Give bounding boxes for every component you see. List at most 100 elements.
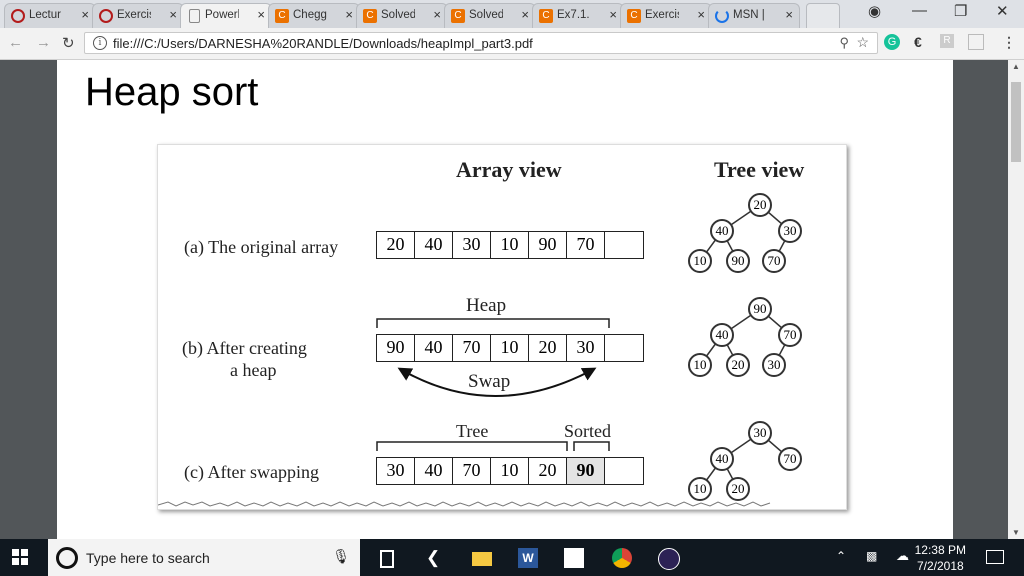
torn-edge: [158, 501, 771, 507]
address-bar[interactable]: i file:///C:/Users/DARNESHA%20RANDLE/Dow…: [84, 32, 878, 54]
chegg-icon: C: [539, 9, 553, 23]
browser-tab[interactable]: Exercis ×: [92, 3, 184, 28]
account-icon[interactable]: ◉: [868, 3, 882, 20]
edge-icon[interactable]: ❮: [426, 548, 441, 567]
extension-icon-2[interactable]: [968, 34, 984, 50]
chrome-icon[interactable]: [612, 548, 632, 568]
tree-node: 30: [778, 219, 802, 243]
tree-node: 30: [748, 421, 772, 445]
tab-close-icon[interactable]: ×: [433, 7, 441, 22]
file-explorer-icon[interactable]: [472, 552, 492, 566]
chegg-icon: C: [627, 9, 641, 23]
scroll-up-icon[interactable]: ▲: [1012, 62, 1020, 71]
cortana-icon: [56, 547, 78, 569]
array-cell: 70: [453, 458, 491, 484]
array-cell: 10: [491, 335, 529, 361]
swap-label: Swap: [468, 371, 511, 392]
array-cell: [605, 335, 643, 361]
tree-node: 70: [778, 447, 802, 471]
back-icon[interactable]: ←: [8, 34, 23, 51]
browser-tab[interactable]: Lectur×: [4, 3, 96, 28]
array-cell: 70: [567, 232, 605, 258]
tab-label: Solved: [469, 9, 503, 21]
browser-tab[interactable]: Powerl×: [180, 3, 272, 28]
tree-node: 10: [688, 477, 712, 501]
minimize-icon[interactable]: —: [912, 2, 927, 19]
tree-node: 20: [726, 477, 750, 501]
chegg-icon: C: [275, 9, 289, 23]
windows-taskbar: Type here to search 🎙 ❮ W ⌃ ▩ ☁ 12:38 PM…: [0, 539, 1024, 576]
eclipse-icon[interactable]: [658, 548, 680, 570]
browser-toolbar: ← → ↻ i file:///C:/Users/DARNESHA%20RAND…: [0, 28, 1024, 60]
bookmark-star-icon[interactable]: ☆: [856, 34, 869, 50]
scroll-thumb[interactable]: [1011, 82, 1021, 162]
extension-icon[interactable]: R: [940, 34, 954, 48]
sorted-bracket: [573, 441, 610, 451]
tree-node: 70: [762, 249, 786, 273]
sorted-label: Sorted: [564, 421, 611, 441]
notifications-icon[interactable]: [986, 550, 1004, 564]
new-tab-button[interactable]: [806, 3, 840, 28]
tree-node: 20: [726, 353, 750, 377]
app-icon[interactable]: [564, 548, 584, 568]
array-view-title: Array view: [456, 157, 562, 182]
word-icon[interactable]: W: [518, 548, 538, 568]
browser-tab[interactable]: MSN |×: [708, 3, 800, 28]
close-window-icon[interactable]: ✕: [996, 3, 1009, 20]
tree-node: 70: [778, 323, 802, 347]
tab-close-icon[interactable]: ×: [521, 7, 529, 22]
volume-icon[interactable]: ☁: [896, 548, 909, 563]
tab-close-icon[interactable]: ×: [81, 7, 89, 22]
zoom-icon[interactable]: ⚲: [839, 35, 849, 50]
vertical-scrollbar[interactable]: ▲ ▼: [1008, 60, 1024, 539]
tab-close-icon[interactable]: ×: [257, 7, 265, 22]
task-view-icon[interactable]: [380, 550, 394, 568]
scroll-down-icon[interactable]: ▼: [1012, 528, 1020, 537]
array-cell: 10: [491, 232, 529, 258]
tab-close-icon[interactable]: ×: [609, 7, 617, 22]
array-cell: 10: [491, 458, 529, 484]
array-cell: 40: [415, 232, 453, 258]
browser-tab[interactable]: C Solved ×: [356, 3, 448, 28]
clock-date: 7/2/2018: [916, 559, 964, 573]
reload-icon[interactable]: ↻: [62, 35, 75, 52]
chegg-icon: C: [363, 9, 377, 23]
start-button[interactable]: [12, 549, 28, 565]
chegg-icon: C: [451, 9, 465, 23]
tab-close-icon[interactable]: ×: [345, 7, 353, 22]
tab-close-icon[interactable]: ×: [169, 7, 177, 22]
tree-node: 40: [710, 219, 734, 243]
microphone-icon[interactable]: 🎙: [332, 548, 350, 564]
array-cell: 90: [529, 232, 567, 258]
tab-close-icon[interactable]: ×: [697, 7, 705, 22]
evernote-icon[interactable]: €: [914, 34, 922, 50]
array-cell: 90: [377, 335, 415, 361]
info-icon[interactable]: i: [93, 36, 107, 50]
tab-label: Exercis: [117, 9, 151, 21]
taskbar-search[interactable]: Type here to search 🎙: [48, 539, 360, 576]
search-placeholder[interactable]: Type here to search: [86, 550, 210, 566]
restore-icon[interactable]: ❐: [954, 3, 968, 20]
menu-icon[interactable]: ⋮: [1002, 34, 1016, 50]
system-clock[interactable]: 12:38 PM 7/2/2018: [915, 542, 966, 574]
tab-label: Solved: [381, 9, 415, 21]
url-text[interactable]: file:///C:/Users/DARNESHA%20RANDLE/Downl…: [113, 36, 533, 51]
tab-close-icon[interactable]: ×: [785, 7, 793, 22]
heap-sort-figure: Array view Tree view (a) The original ar…: [157, 144, 847, 510]
grammarly-icon[interactable]: G: [884, 34, 900, 50]
tree-node: 20: [748, 193, 772, 217]
browser-tab[interactable]: C Solved ×: [444, 3, 536, 28]
page-title: Heap sort: [85, 70, 259, 114]
network-icon[interactable]: ▩: [866, 549, 878, 563]
array-cell: 20: [529, 458, 567, 484]
forward-icon[interactable]: →: [36, 34, 51, 51]
show-hidden-icons[interactable]: ⌃: [836, 549, 847, 563]
row-b-label: (b) After creating: [182, 338, 307, 358]
windows-logo-icon: [12, 549, 28, 565]
